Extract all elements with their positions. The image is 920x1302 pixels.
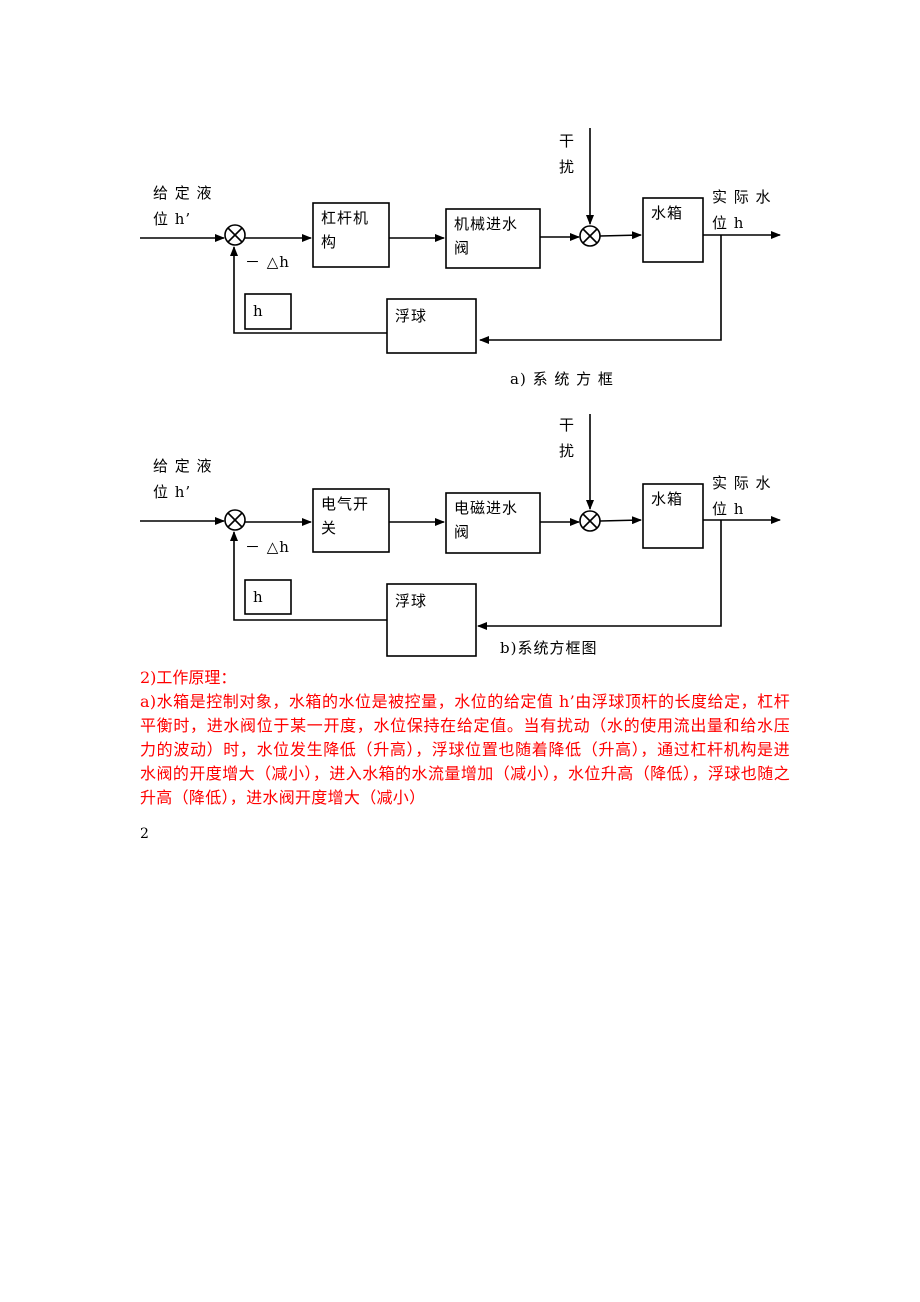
tank-block: 水箱 bbox=[651, 490, 684, 508]
diagram-a-lines bbox=[140, 128, 781, 354]
tank-block: 水箱 bbox=[651, 204, 684, 222]
float-block: 浮球 bbox=[395, 592, 428, 610]
summing-junction-2 bbox=[579, 510, 601, 532]
diagram-b-lines bbox=[140, 414, 781, 657]
output-label: 实 际 水 位 h bbox=[712, 474, 772, 518]
input-label: 给 定 液 位 h’ bbox=[153, 457, 213, 501]
lever-block: 杠杆机 构 bbox=[321, 209, 370, 251]
disturbance-label: 干 扰 bbox=[559, 132, 576, 176]
tank-block-box bbox=[642, 197, 704, 263]
valve-block-box bbox=[445, 208, 541, 269]
h-block-box bbox=[244, 579, 292, 615]
valve-block: 机械进水 阀 bbox=[454, 215, 519, 257]
feedback-to-junction bbox=[230, 531, 387, 621]
disturbance-label: 干 扰 bbox=[559, 416, 576, 460]
valve-block: 电磁进水 阀 bbox=[454, 499, 519, 541]
summing-junction-2 bbox=[579, 225, 601, 247]
output-label: 实 际 水 位 h bbox=[712, 188, 772, 232]
switch-block: 电气开 关 bbox=[321, 495, 370, 537]
h-block-box bbox=[244, 293, 292, 330]
error-label: － △h bbox=[245, 253, 290, 271]
summing-junction-1 bbox=[224, 224, 246, 246]
input-label: 给 定 液 位 h’ bbox=[153, 184, 213, 228]
switch-block-box bbox=[312, 488, 390, 553]
feedback-to-float bbox=[477, 520, 722, 630]
diagram-a-caption: a) 系 统 方 框 bbox=[510, 370, 614, 388]
h-block: h bbox=[253, 588, 264, 606]
valve-block-box bbox=[445, 492, 541, 554]
summing-junction-1 bbox=[224, 509, 246, 531]
h-block: h bbox=[253, 302, 264, 320]
principle-body: a)水箱是控制对象，水箱的水位是被控量，水位的给定值 h’由浮球顶杆的长度给定，… bbox=[140, 692, 790, 807]
float-block: 浮球 bbox=[395, 307, 428, 325]
working-principle: 2)工作原理： a)水箱是控制对象，水箱的水位是被控量，水位的给定值 h’由浮球… bbox=[140, 666, 790, 810]
feedback-to-float bbox=[479, 235, 722, 344]
feedback-to-junction bbox=[230, 246, 387, 334]
arrow-to-tank bbox=[599, 516, 642, 525]
error-label: － △h bbox=[245, 538, 290, 556]
arrow-to-tank bbox=[599, 231, 642, 240]
diagram-b-caption: b)系统方框图 bbox=[500, 639, 598, 657]
lever-block-box bbox=[312, 202, 390, 268]
block-diagram-a: 给 定 液 位 h’ 杠杆机 构 机械进水 阀 干 扰 水箱 实 际 水 位 h… bbox=[0, 0, 920, 400]
principle-heading: 2)工作原理： bbox=[140, 668, 237, 687]
float-block-box bbox=[386, 298, 477, 354]
page-number: 2 bbox=[140, 826, 149, 842]
block-diagram-b: 给 定 液 位 h’ 电气开 关 电磁进水 阀 干 扰 水箱 实 际 水 位 h… bbox=[0, 400, 920, 670]
tank-block-box bbox=[642, 483, 704, 549]
